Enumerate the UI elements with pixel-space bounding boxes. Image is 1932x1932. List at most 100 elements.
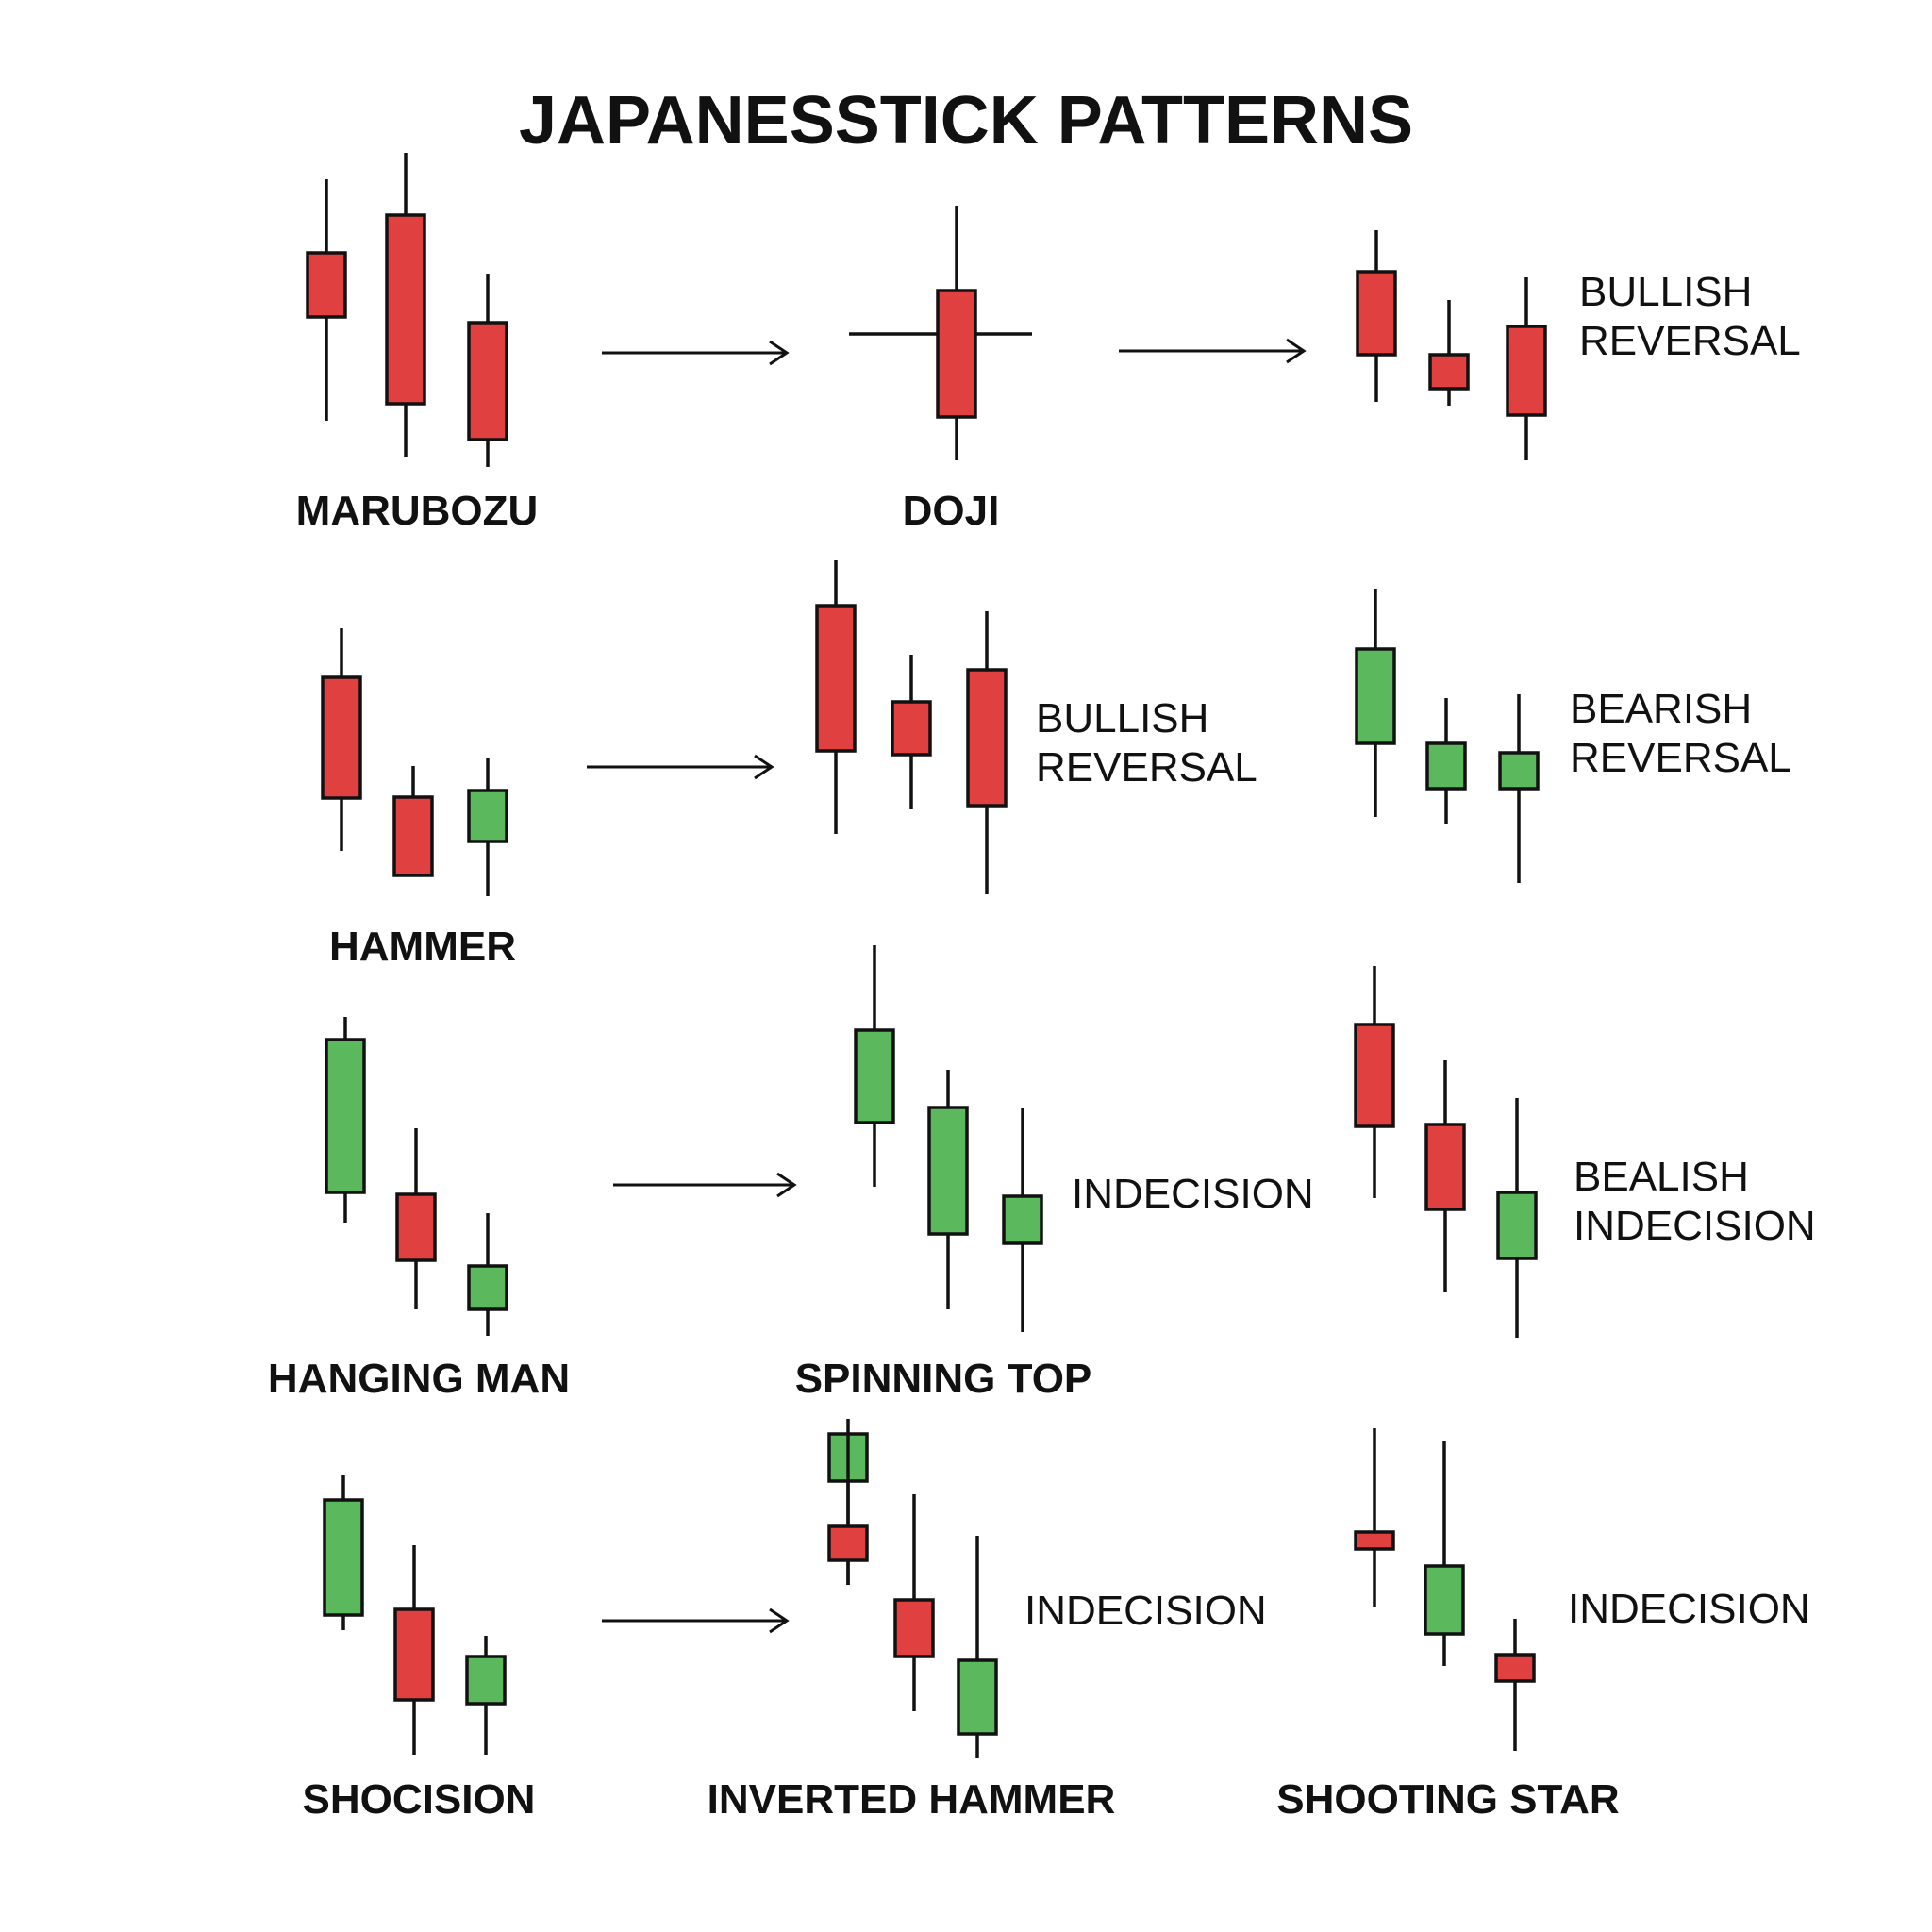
candle-row3-bealish-1 — [1354, 966, 1395, 1198]
candle-body — [467, 1264, 508, 1311]
candles-layer — [306, 153, 1547, 1758]
candle-marubozu-2 — [385, 153, 426, 457]
candle-group-marubozu — [306, 153, 508, 467]
candle-body — [465, 1655, 507, 1706]
candle-body — [325, 1038, 366, 1194]
candle-row2-bearish-3 — [1498, 694, 1540, 883]
candle-body — [395, 1192, 437, 1262]
candle-hanging-man-3 — [467, 1213, 508, 1336]
label-hanging-man: HANGING MAN — [268, 1356, 570, 1402]
arrow-row1-a — [602, 340, 790, 366]
candle-body — [1428, 353, 1470, 391]
candle-body — [1425, 741, 1467, 791]
candle-group-shocision — [323, 1475, 507, 1755]
label-row2-bearish-line2: REVERSAL — [1570, 735, 1791, 781]
candle-shocision-1 — [323, 1475, 364, 1630]
candle-body — [1496, 1191, 1538, 1260]
candle-body — [323, 1498, 364, 1617]
candle-doji-1 — [849, 206, 1032, 460]
label-hammer: HAMMER — [329, 924, 516, 970]
arrow-row4 — [602, 1607, 790, 1634]
candle-group-row1-reversal — [1356, 230, 1547, 460]
candle-shooting-star-2 — [1424, 1441, 1465, 1666]
candle-body — [927, 1106, 969, 1236]
candle-group-spinning-top — [854, 945, 1043, 1332]
candle-row2-bearish-2 — [1425, 698, 1467, 824]
candle-group-doji — [849, 206, 1032, 460]
diagram-title: JAPANESSTICK PATTERNS — [519, 83, 1413, 158]
candle-body — [1354, 1530, 1395, 1551]
candle-hanging-man-1 — [325, 1017, 366, 1223]
label-row1-reversal-line1: BULLISH — [1579, 269, 1752, 315]
label-shooting-star-indecision: INDECISION — [1568, 1586, 1810, 1632]
label-row3-bealish-line1: BEALISH — [1574, 1154, 1749, 1200]
candle-marubozu-3 — [467, 274, 508, 467]
candle-body — [467, 789, 508, 843]
arrow-row2 — [587, 754, 774, 780]
candle-body — [467, 321, 508, 441]
candle-row2-bearish-1 — [1355, 589, 1396, 817]
candle-body — [966, 668, 1008, 808]
candle-inverted-hammer-2 — [827, 1434, 869, 1585]
label-inverted-hammer: INVERTED HAMMER — [708, 1776, 1116, 1823]
candle-group-row2-bullish — [815, 560, 1008, 894]
candle-body — [392, 795, 434, 877]
candle-body — [306, 251, 347, 319]
candle-body — [1494, 1653, 1536, 1683]
candle-shooting-star-1 — [1354, 1428, 1395, 1607]
candle-row3-bealish-3 — [1496, 1098, 1538, 1338]
candle-group-inverted-hammer — [827, 1419, 998, 1758]
label-row2-bullish-line2: REVERSAL — [1036, 744, 1257, 791]
label-inverted-hammer-indecision: INDECISION — [1024, 1588, 1267, 1634]
candle-shocision-3 — [465, 1636, 507, 1755]
candle-body — [385, 213, 426, 406]
candle-body — [815, 604, 857, 753]
candle-group-row2-bearish — [1355, 589, 1540, 883]
candle-row3-bealish-2 — [1424, 1060, 1466, 1292]
candle-body — [1424, 1123, 1466, 1211]
candle-spinning-top-3 — [1002, 1108, 1043, 1332]
label-doji: DOJI — [903, 488, 1000, 534]
candle-body — [393, 1607, 435, 1702]
candle-body — [1002, 1194, 1043, 1245]
candle-inverted-hammer-4 — [957, 1536, 998, 1758]
candle-body — [1498, 751, 1540, 791]
candle-group-shooting-star — [1354, 1428, 1536, 1751]
candle-body — [827, 1524, 869, 1562]
label-marubozu: MARUBOZU — [296, 488, 539, 534]
candle-row1-reversal-3 — [1506, 277, 1547, 460]
candle-body — [1506, 325, 1547, 417]
arrow-row3 — [613, 1172, 797, 1198]
label-spinning-top: SPINNING TOP — [795, 1356, 1092, 1402]
candle-shooting-star-3 — [1494, 1619, 1536, 1751]
candle-spinning-top-2 — [927, 1070, 969, 1309]
candle-group-row3-bealish — [1354, 966, 1538, 1338]
candle-body — [854, 1028, 895, 1124]
candle-hammer-2 — [392, 766, 434, 877]
label-shocision: SHOCISION — [303, 1776, 536, 1823]
arrow-row1-b — [1119, 338, 1307, 364]
candle-inverted-hammer-3 — [893, 1494, 935, 1711]
label-row2-bearish-line1: BEARISH — [1570, 686, 1752, 732]
candle-body — [893, 1598, 935, 1658]
label-row1-reversal-line2: REVERSAL — [1579, 318, 1801, 364]
label-spinning-top-indecision: INDECISION — [1072, 1171, 1314, 1217]
candle-row2-bullish-1 — [815, 560, 857, 834]
candle-body — [1424, 1564, 1465, 1636]
candle-hanging-man-2 — [395, 1128, 437, 1309]
candle-hammer-1 — [321, 628, 362, 851]
candle-spinning-top-1 — [854, 945, 895, 1187]
candle-body — [1354, 1023, 1395, 1128]
candle-body — [1355, 647, 1396, 745]
candle-body — [891, 700, 932, 757]
candle-shocision-2 — [393, 1545, 435, 1755]
candle-body — [936, 289, 977, 419]
candle-body — [1356, 270, 1397, 357]
candle-body — [321, 675, 362, 800]
candle-group-hammer — [321, 628, 508, 896]
label-shooting-star: SHOOTING STAR — [1276, 1776, 1619, 1823]
candle-row1-reversal-2 — [1428, 300, 1470, 406]
label-row3-bealish-line2: INDECISION — [1574, 1203, 1816, 1249]
label-row2-bullish-line1: BULLISH — [1036, 695, 1208, 741]
